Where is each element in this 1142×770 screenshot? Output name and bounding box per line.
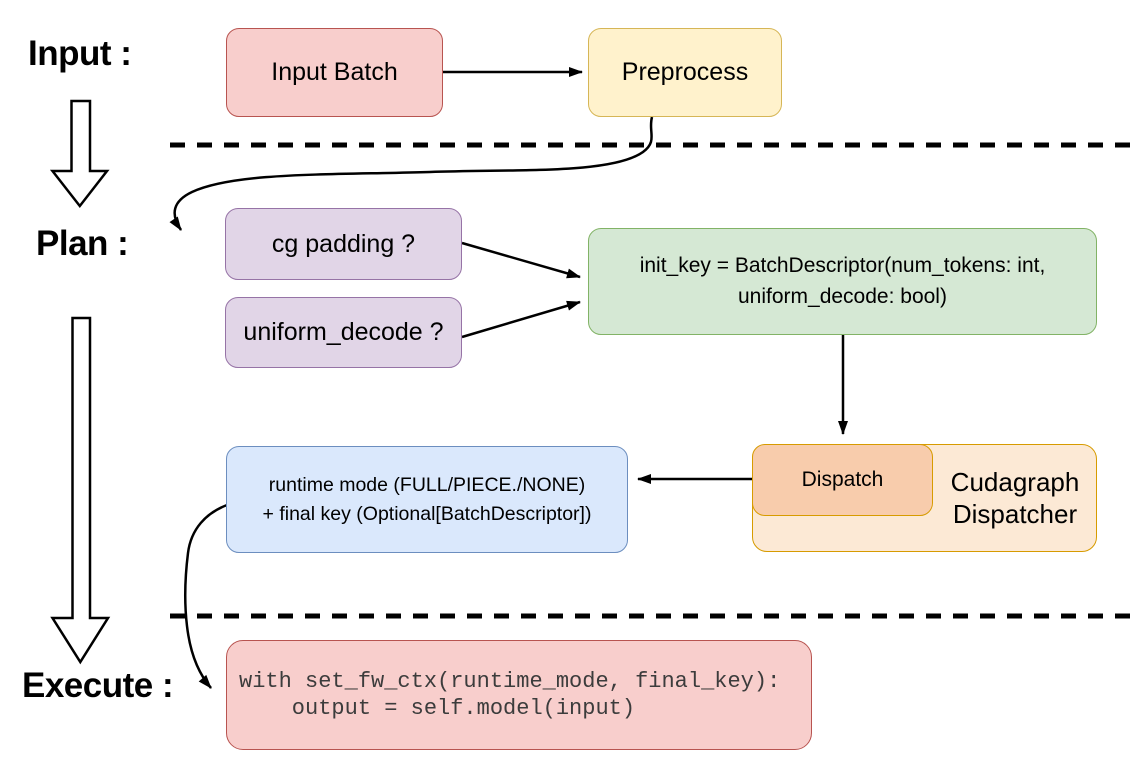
node-cg-padding-label: cg padding ? [271,229,416,258]
node-input-batch: Input Batch [226,28,443,117]
node-cudagraph-dispatcher-label: Cudagraph Dispatcher [950,466,1080,530]
node-dispatch: Dispatch [752,444,933,516]
connector-cgpadding-to-initkey [461,241,581,279]
stage-label-execute: Execute : [22,666,174,705]
node-cg-padding: cg padding ? [225,208,462,280]
connector-uniformdecode-to-initkey [461,300,581,339]
node-uniform-decode: uniform_decode ? [225,297,462,368]
stage-flow-arrow-input-to-plan [49,99,110,209]
node-runtime-mode: runtime mode (FULL/PIECE./NONE) + final … [226,446,628,553]
stage-flow-arrow-plan-to-execute [50,316,111,665]
node-execute-code: with set_fw_ctx(runtime_mode, final_key)… [226,640,812,750]
node-init-key: init_key = BatchDescriptor(num_tokens: i… [588,228,1097,335]
execute-code-text: with set_fw_ctx(runtime_mode, final_key)… [239,668,781,721]
node-input-batch-label: Input Batch [271,58,398,86]
node-dispatch-label: Dispatch [801,468,884,491]
node-runtime-mode-label: runtime mode (FULL/PIECE./NONE) + final … [262,474,592,525]
node-init-key-label: init_key = BatchDescriptor(num_tokens: i… [639,254,1046,308]
stage-label-plan: Plan : [36,224,129,263]
connector-preprocess-to-cgpadding [169,116,654,231]
stage-label-input: Input : [28,34,132,73]
connector-runtimemode-to-executecode [183,503,228,689]
node-uniform-decode-label: uniform_decode ? [243,318,444,346]
node-preprocess-label: Preprocess [621,58,749,86]
node-preprocess: Preprocess [588,28,782,117]
